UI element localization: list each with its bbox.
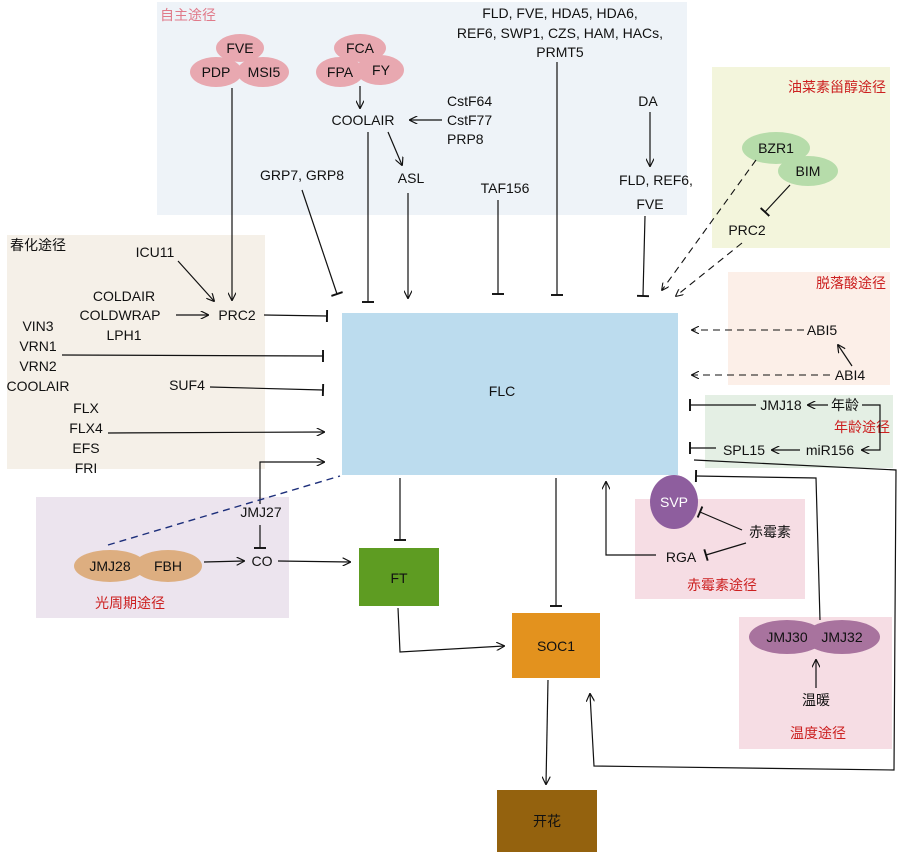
fca-label: FCA bbox=[346, 40, 375, 56]
ga-word-label: 赤霉素 bbox=[749, 525, 791, 541]
abi4-label: ABI4 bbox=[835, 367, 866, 383]
jmj32-label: JMJ32 bbox=[821, 629, 862, 645]
fbh-ellipse bbox=[134, 550, 202, 582]
fve-ellipse bbox=[216, 34, 264, 62]
co-label: CO bbox=[252, 553, 273, 569]
flc-box bbox=[342, 313, 678, 475]
flx-label: FLX bbox=[73, 400, 99, 416]
prc2-br-label: PRC2 bbox=[728, 222, 766, 238]
spl15-label: SPL15 bbox=[723, 442, 765, 458]
ft-label: FT bbox=[390, 570, 408, 586]
msi5-ellipse bbox=[237, 57, 289, 87]
fld-ref6-line-2: FVE bbox=[636, 196, 663, 212]
jmj30-label: JMJ30 bbox=[766, 629, 807, 645]
jmj27-label: JMJ27 bbox=[240, 504, 281, 520]
prp8-label: PRP8 bbox=[447, 131, 484, 147]
ft-box bbox=[359, 548, 439, 606]
vernalization-title: 春化途径 bbox=[10, 237, 66, 254]
flc-label: FLC bbox=[489, 383, 515, 399]
fve-label: FVE bbox=[226, 40, 253, 56]
age-word: 年龄 bbox=[831, 398, 859, 414]
da-label: DA bbox=[638, 93, 658, 109]
top-list-line-2: REF6, SWP1, CZS, HAM, HACs, bbox=[457, 25, 663, 41]
rga-label: RGA bbox=[666, 549, 697, 565]
abi5-label: ABI5 bbox=[807, 322, 838, 338]
pdp-ellipse bbox=[190, 57, 242, 87]
jmj28-ellipse bbox=[74, 550, 146, 582]
icu11-label: ICU11 bbox=[136, 244, 175, 260]
coldair-label: COLDAIR bbox=[93, 288, 155, 304]
svp-label: SVP bbox=[660, 494, 688, 510]
lph1-label: LPH1 bbox=[106, 327, 141, 343]
bim-label: BIM bbox=[796, 163, 821, 179]
pdp-label: PDP bbox=[202, 64, 231, 80]
vin3-label: VIN3 bbox=[22, 318, 53, 334]
soc1-label: SOC1 bbox=[537, 638, 575, 654]
fld-ref6-line-1: FLD, REF6, bbox=[619, 172, 693, 188]
bim-ellipse bbox=[778, 156, 838, 186]
fy-label: FY bbox=[372, 62, 391, 78]
jmj28-label: JMJ28 bbox=[89, 558, 130, 574]
vernalization-panel bbox=[7, 235, 265, 469]
temperature-title: 温度途径 bbox=[790, 725, 846, 742]
flowering-label: 开花 bbox=[533, 814, 561, 830]
coolair-autonomous-label: COOLAIR bbox=[331, 112, 394, 128]
bzr1-label: BZR1 bbox=[758, 140, 794, 156]
grp-label: GRP7, GRP8 bbox=[260, 167, 344, 183]
asl-label: ASL bbox=[398, 170, 425, 186]
coolair-vern-label: COOLAIR bbox=[6, 378, 69, 394]
flowering-box bbox=[497, 790, 597, 852]
soc1-box bbox=[512, 613, 600, 678]
msi5-label: MSI5 bbox=[248, 64, 281, 80]
jmj30-ellipse bbox=[749, 620, 825, 654]
autonomous-title: 自主途径 bbox=[160, 7, 216, 24]
fbh-label: FBH bbox=[154, 558, 182, 574]
fy-ellipse bbox=[356, 55, 404, 85]
photoperiod-title: 光周期途径 bbox=[95, 595, 165, 612]
age-panel bbox=[705, 395, 893, 468]
prc2-vern-label: PRC2 bbox=[218, 307, 256, 323]
taf156-label: TAF156 bbox=[481, 180, 530, 196]
top-list-line-1: FLD, FVE, HDA5, HDA6, bbox=[482, 5, 638, 21]
vrn1-label: VRN1 bbox=[19, 338, 57, 354]
svp-ellipse bbox=[650, 475, 698, 529]
jmj18-label: JMJ18 bbox=[760, 397, 801, 413]
brassinosteroid-title: 油菜素甾醇途径 bbox=[788, 79, 886, 96]
coldwrap-label: COLDWRAP bbox=[80, 307, 161, 323]
gibberellin-title: 赤霉素途径 bbox=[687, 577, 757, 594]
flx4-label: FLX4 bbox=[69, 420, 103, 436]
jmj32-ellipse bbox=[804, 620, 880, 654]
fca-ellipse bbox=[334, 34, 386, 62]
fpa-label: FPA bbox=[327, 64, 354, 80]
bzr1-ellipse bbox=[742, 132, 810, 164]
fri-label: FRI bbox=[75, 460, 98, 476]
abscisic-acid-panel bbox=[728, 272, 890, 385]
cstf64-label: CstF64 bbox=[447, 93, 492, 109]
abscisic-acid-title: 脱落酸途径 bbox=[816, 275, 886, 292]
suf4-label: SUF4 bbox=[169, 377, 205, 393]
cstf77-label: CstF77 bbox=[447, 112, 492, 128]
vrn2-label: VRN2 bbox=[19, 358, 57, 374]
efs-label: EFS bbox=[72, 440, 99, 456]
age-title: 年龄途径 bbox=[834, 419, 890, 436]
warm-label: 温暖 bbox=[802, 693, 830, 709]
top-list-line-3: PRMT5 bbox=[536, 44, 584, 60]
fpa-ellipse bbox=[316, 57, 364, 87]
mir156-label: miR156 bbox=[806, 442, 854, 458]
